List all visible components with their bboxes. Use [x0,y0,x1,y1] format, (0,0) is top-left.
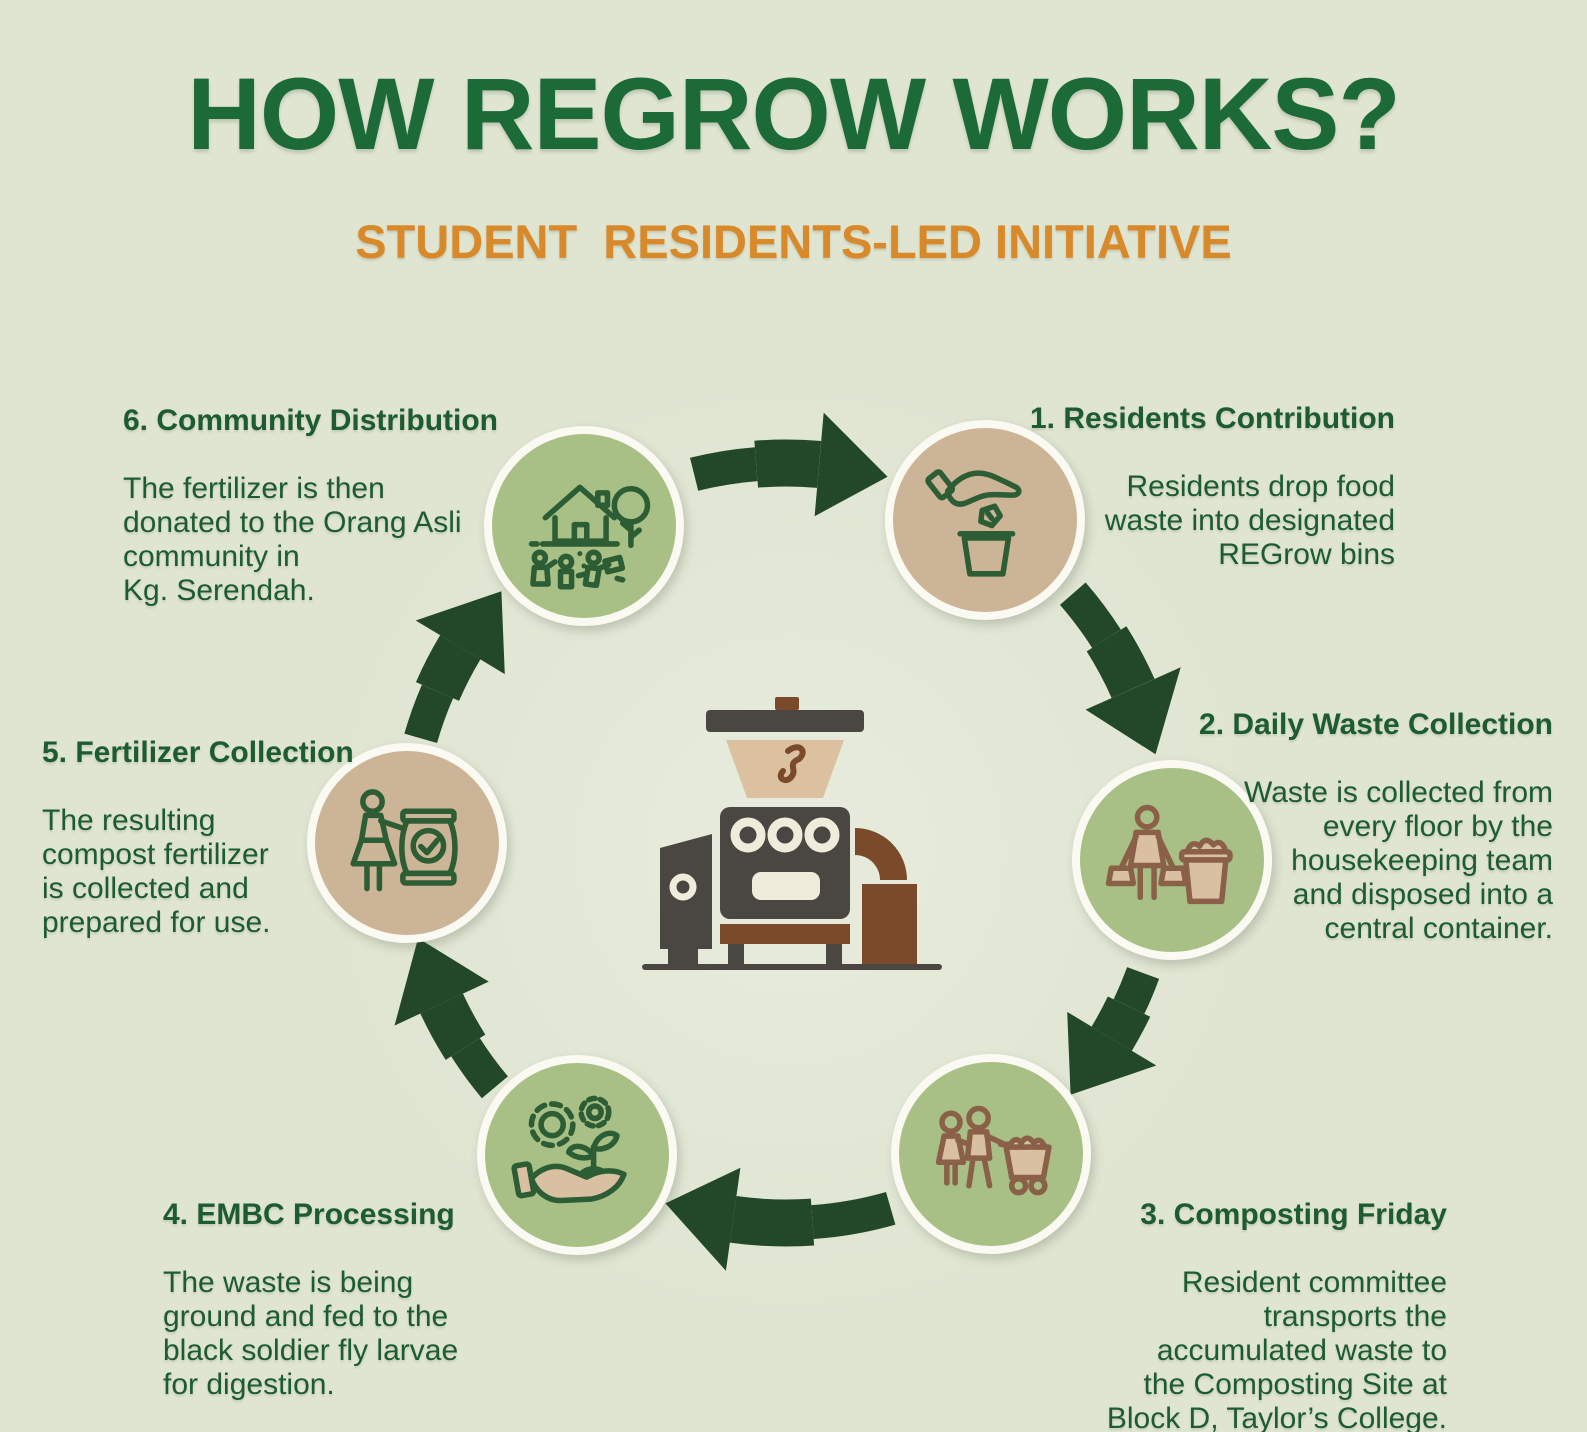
step-1-title: 1. Residents Contribution [1029,402,1395,435]
step-5-body: The resulting compost fertilizer is coll… [42,804,271,939]
step-4-title: 4. EMBC Processing [163,1198,455,1231]
step-4-body: The waste is being ground and fed to the… [163,1266,459,1401]
step-text-2: 2. Daily Waste Collection Waste is colle… [1199,674,1553,980]
step-node-5 [307,743,507,943]
step-text-1: 1. Residents Contribution Residents drop… [1030,368,1395,606]
gears-hand-sprout-icon [511,1095,627,1204]
step-node-6 [484,426,684,626]
step-text-6: 6. Community Distribution The fertilizer… [123,370,498,642]
step-node-3 [891,1054,1091,1254]
step-2-body: Waste is collected from every floor by t… [1244,776,1553,945]
step-node-2 [1072,760,1272,960]
house-community-icon [528,484,651,590]
step-3-body: Resident committee transports the accumu… [1106,1266,1447,1432]
step-6-body: The fertilizer is then donated to the Or… [123,472,462,607]
person-fertilizer-bag-icon [350,789,458,892]
step-node-1 [885,420,1085,620]
hand-drop-waste-icon [925,469,1022,577]
housekeeper-bin-icon [1105,804,1233,905]
step-1-body: Residents drop food waste into designate… [1104,470,1395,571]
step-node-4 [477,1055,677,1255]
step-5-title: 5. Fertilizer Collection [42,736,354,769]
composting-machine-illustration [640,652,960,982]
step-text-4: 4. EMBC Processing The waste is being gr… [163,1164,458,1432]
step-2-title: 2. Daily Waste Collection [1199,708,1553,741]
step-text-3: 3. Composting Friday Resident committee … [1107,1164,1447,1432]
step-text-5: 5. Fertilizer Collection The resulting c… [42,702,354,974]
page-title: HOW REGROW WORKS? [187,57,1401,171]
people-cart-icon [935,1105,1052,1196]
page-subtitle: STUDENT RESIDENTS-LED INITIATIVE [355,215,1232,268]
step-6-title: 6. Community Distribution [123,404,498,437]
step-3-title: 3. Composting Friday [1140,1198,1447,1231]
composting-machine-icon [642,697,942,970]
